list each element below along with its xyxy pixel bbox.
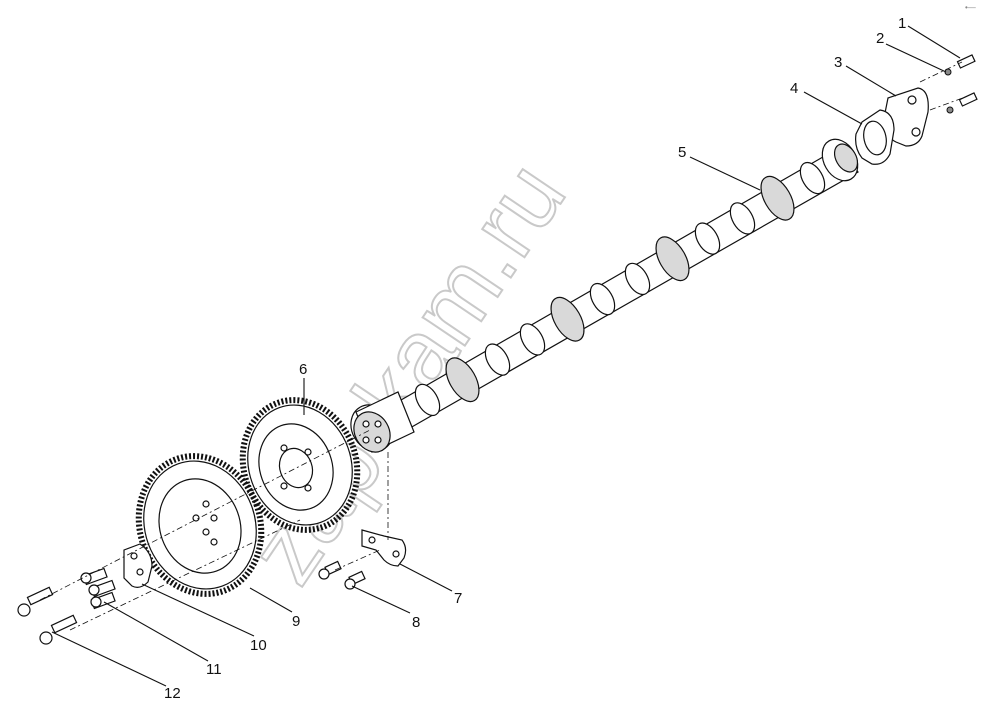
rear-cover-gasket bbox=[855, 109, 895, 165]
camshaft-journal bbox=[760, 175, 795, 221]
camshaft-lobe bbox=[799, 161, 826, 195]
rear-cover-plate bbox=[883, 87, 929, 147]
callout-7: 7 bbox=[454, 590, 462, 607]
callout-12: 12 bbox=[164, 685, 181, 702]
camshaft-lobe bbox=[484, 343, 511, 376]
camshaft bbox=[350, 138, 859, 453]
idler-bolts bbox=[17, 586, 78, 645]
camshaft-lobe bbox=[729, 202, 756, 235]
camshaft-gear bbox=[239, 397, 361, 533]
assembly-axes bbox=[39, 61, 969, 631]
callout-9: 9 bbox=[292, 613, 300, 630]
callout-3: 3 bbox=[834, 54, 842, 71]
camshaft-lobe bbox=[694, 222, 721, 255]
callout-11: 11 bbox=[206, 661, 222, 678]
leader-lines bbox=[51, 25, 961, 687]
svg-text:zap-kam.ru: zap-kam.ru bbox=[229, 144, 586, 602]
bracket bbox=[361, 529, 407, 567]
camshaft-journal bbox=[445, 357, 480, 403]
callout-5: 5 bbox=[678, 144, 686, 161]
camshaft-journal bbox=[655, 236, 690, 282]
camshaft-lobe bbox=[519, 323, 546, 356]
callout-8: 8 bbox=[412, 614, 420, 631]
thrust-plate bbox=[123, 543, 153, 588]
callout-6: 6 bbox=[299, 361, 307, 378]
watermark: zap-kam.ru bbox=[228, 143, 587, 603]
camshaft-journal bbox=[550, 296, 585, 342]
callout-labels: 1 2 3 4 5 6 7 8 9 10 11 12 bbox=[164, 15, 906, 702]
corner-mark: •— bbox=[965, 3, 976, 12]
callout-1: 1 bbox=[898, 15, 906, 32]
idler-gear bbox=[135, 453, 265, 597]
camshaft-lobe bbox=[589, 282, 616, 316]
callout-10: 10 bbox=[250, 637, 267, 654]
camshaft-lobe bbox=[624, 262, 651, 296]
rear-cover-bolt-bottom bbox=[946, 92, 978, 114]
bracket-bolts bbox=[318, 560, 366, 590]
camshaft-lobe bbox=[414, 383, 441, 417]
callout-2: 2 bbox=[876, 30, 884, 47]
gear-bolts bbox=[80, 567, 116, 610]
rear-cover-bolt-top bbox=[944, 54, 976, 76]
callout-4: 4 bbox=[790, 80, 798, 97]
